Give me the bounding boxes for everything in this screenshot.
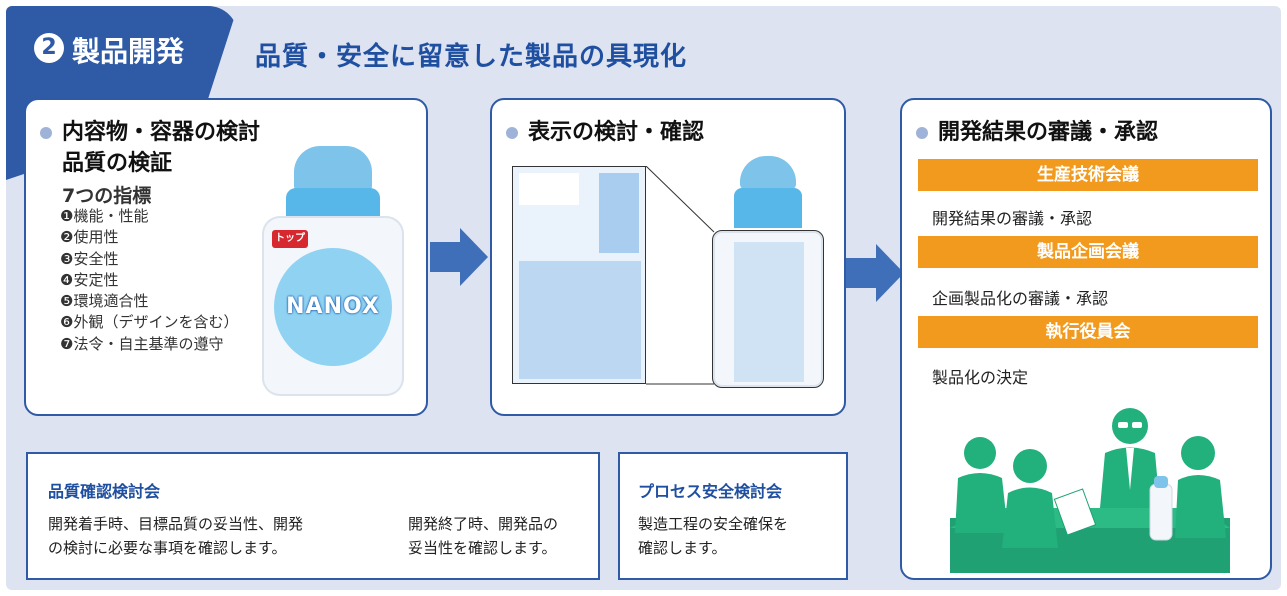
process-safety-box bbox=[618, 452, 848, 580]
brand-logo: トップ bbox=[272, 230, 308, 248]
panel1-title-line2: 品質の検証 bbox=[62, 151, 173, 176]
bottle-label bbox=[734, 242, 804, 382]
text-line: 開発着手時、目標品質の妥当性、開発 bbox=[48, 515, 304, 533]
panel3-title-text: 開発結果の審議・承認 bbox=[938, 120, 1159, 145]
meeting-bar: 生産技術会議 bbox=[918, 159, 1258, 191]
label-table-block bbox=[519, 261, 641, 379]
headline: 品質・安全に留意した製品の具現化 bbox=[255, 42, 688, 72]
bottle-neck bbox=[286, 188, 380, 220]
quality-review-text-start: 開発着手時、目標品質の妥当性、開発 の検討に必要な事項を確認します。 bbox=[48, 512, 303, 560]
label-circle bbox=[274, 248, 392, 366]
indicator-item: ❹安定性 bbox=[60, 270, 119, 289]
meeting-desc: 開発結果の審議・承認 bbox=[932, 209, 1093, 228]
meeting-bar: 執行役員会 bbox=[918, 316, 1258, 348]
text-line: の検討に必要な事項を確認します。 bbox=[48, 539, 287, 557]
panel2-title-text: 表示の検討・確認 bbox=[528, 120, 705, 145]
bottle-cap bbox=[294, 146, 372, 192]
indicator-list: ❶機能・性能 ❷使用性 ❸安全性 ❹安定性 ❺環境適合性 ❻外観（デザインを含む… bbox=[60, 206, 238, 355]
detergent-bottle-illustration: トップ NANOX bbox=[262, 146, 404, 396]
indicator-item: ❷使用性 bbox=[60, 228, 119, 247]
panel3-title: 開発結果の審議・承認 bbox=[916, 114, 1158, 146]
text-line: 確認します。 bbox=[638, 539, 727, 557]
label-zoom-illustration bbox=[512, 166, 646, 384]
meeting-people-illustration bbox=[950, 408, 1230, 573]
section-title: 製品開発 bbox=[72, 35, 185, 68]
quality-review-text-end: 開発終了時、開発品の 妥当性を確認します。 bbox=[408, 512, 558, 560]
section-number: 2 bbox=[34, 33, 64, 63]
process-safety-text: 製造工程の安全確保を 確認します。 bbox=[638, 512, 788, 560]
quality-review-title: 品質確認検討会 bbox=[48, 482, 161, 501]
indicator-item: ❼法令・自主基準の遵守 bbox=[60, 334, 224, 353]
bottle-with-label-illustration bbox=[712, 156, 824, 392]
meeting-desc: 企画製品化の審議・承認 bbox=[932, 289, 1109, 308]
bullet-icon bbox=[916, 127, 928, 139]
meeting-desc: 製品化の決定 bbox=[932, 368, 1029, 387]
panel2-title: 表示の検討・確認 bbox=[506, 114, 704, 146]
indicators-title: 7つの指標 bbox=[62, 185, 152, 207]
panel1-title: 内容物・容器の検討 bbox=[40, 114, 260, 146]
meeting-bar: 製品企画会議 bbox=[918, 236, 1258, 268]
text-line: 妥当性を確認します。 bbox=[408, 539, 557, 557]
process-safety-title: プロセス安全検討会 bbox=[638, 482, 783, 501]
bullet-icon bbox=[506, 127, 518, 139]
text-line: 製造工程の安全確保を bbox=[638, 515, 789, 533]
bottle-body: トップ NANOX bbox=[262, 216, 404, 396]
text-line: 開発終了時、開発品の bbox=[408, 515, 559, 533]
quality-review-box bbox=[26, 452, 600, 580]
panel1-title-line1: 内容物・容器の検討 bbox=[62, 120, 261, 145]
zoom-lines bbox=[646, 166, 715, 385]
arrow-right-icon bbox=[846, 244, 904, 302]
label-icon-block bbox=[599, 173, 639, 253]
arrow-right-icon bbox=[430, 228, 488, 286]
product-name: NANOX bbox=[286, 294, 380, 319]
bottle-cap bbox=[740, 156, 796, 190]
indicator-item: ❸安全性 bbox=[60, 249, 119, 268]
indicator-item: ❶機能・性能 bbox=[60, 207, 149, 225]
indicator-item: ❺環境適合性 bbox=[60, 292, 149, 311]
indicator-item: ❻外観（デザインを含む） bbox=[60, 313, 239, 332]
label-text-block bbox=[519, 173, 579, 205]
bullet-icon bbox=[40, 127, 52, 139]
bottle-neck bbox=[734, 188, 802, 228]
